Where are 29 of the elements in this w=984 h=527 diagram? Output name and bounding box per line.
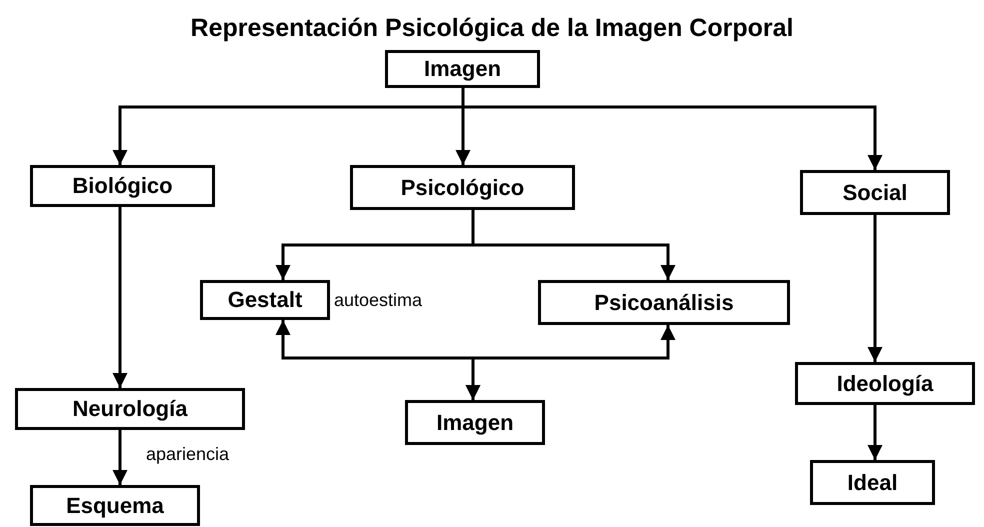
process-box — [538, 280, 790, 325]
process-box — [350, 165, 575, 210]
node-label: Ideal — [847, 470, 898, 496]
node-label: Social — [842, 180, 908, 206]
process-box — [385, 50, 540, 88]
process-box — [405, 400, 545, 445]
process-box — [15, 388, 245, 430]
arrow — [112, 430, 128, 485]
process-box — [30, 165, 215, 207]
node-label: Esquema — [66, 492, 164, 518]
node-label: Neurología — [72, 396, 188, 422]
process-box — [200, 280, 330, 320]
arrow — [868, 405, 882, 460]
node-label: Imagen — [436, 410, 514, 436]
process-box — [30, 485, 200, 526]
process-box — [795, 362, 975, 405]
arrow — [868, 215, 882, 362]
node-label: Psicológico — [400, 174, 524, 200]
process-box — [800, 170, 950, 215]
diagram-title: Representación Psicológica de la Imagen Corporal — [190, 14, 794, 43]
edge-label: apariencia — [146, 444, 230, 465]
node-label: Gestalt — [228, 287, 302, 313]
process-box — [810, 460, 935, 505]
node-label: Biológico — [72, 173, 173, 199]
node-label: Psicoanálisis — [594, 290, 734, 316]
node-label: Imagen — [424, 56, 502, 82]
arrow — [112, 207, 128, 388]
arrow — [466, 325, 676, 400]
node-label: Ideología — [836, 370, 934, 396]
